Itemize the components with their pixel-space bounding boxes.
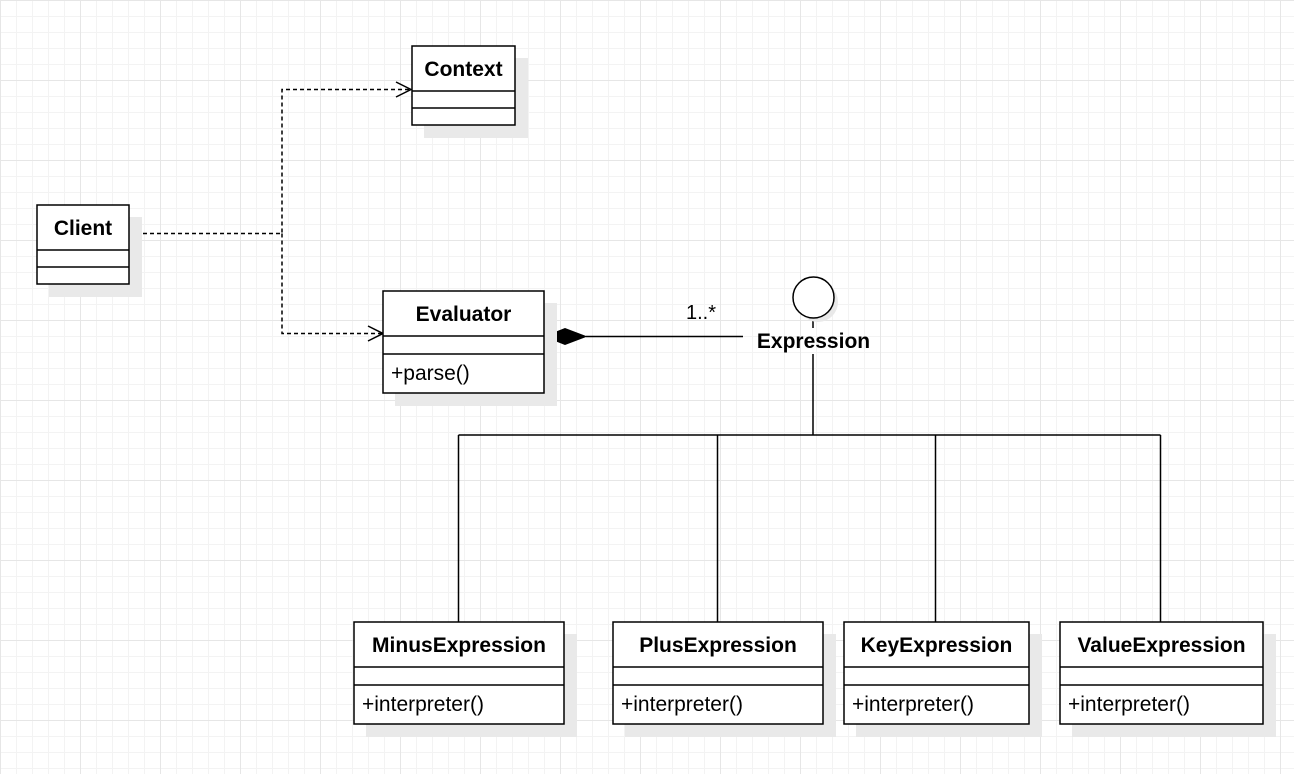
class-box	[843, 621, 1030, 725]
class-box	[1059, 621, 1264, 725]
class-box	[411, 45, 516, 126]
interface-expression[interactable]: Expression	[757, 276, 870, 353]
interface-name: Expression	[757, 330, 870, 353]
class-method: +interpreter()	[852, 693, 974, 716]
multiplicity-label: 1..*	[686, 302, 716, 324]
class-name: ValueExpression	[1077, 634, 1245, 657]
class-method: +interpreter()	[621, 693, 743, 716]
class-method: +interpreter()	[1068, 693, 1190, 716]
class-box	[382, 290, 545, 394]
class-name: Context	[424, 58, 502, 81]
class-name: PlusExpression	[639, 634, 797, 657]
class-key-expression[interactable]: KeyExpression +interpreter()	[843, 621, 1042, 737]
class-evaluator[interactable]: Evaluator +parse()	[382, 290, 557, 406]
class-value-expression[interactable]: ValueExpression +interpreter()	[1059, 621, 1276, 737]
class-name: KeyExpression	[861, 634, 1013, 657]
dependency-client-context	[129, 88, 410, 235]
class-box	[353, 621, 565, 725]
class-box	[36, 204, 130, 285]
class-box	[612, 621, 824, 725]
interface-lollipop-icon	[792, 276, 835, 319]
class-client[interactable]: Client	[36, 204, 142, 297]
class-method: +parse()	[391, 362, 470, 385]
class-context[interactable]: Context	[411, 45, 528, 138]
dependency-client-evaluator	[281, 233, 382, 335]
class-method: +interpreter()	[362, 693, 484, 716]
class-plus-expression[interactable]: PlusExpression +interpreter()	[612, 621, 836, 737]
realization-tree	[457, 318, 1162, 622]
class-name: Client	[54, 217, 112, 240]
class-minus-expression[interactable]: MinusExpression +interpreter()	[353, 621, 577, 737]
dependency-arrowhead-context	[395, 81, 413, 98]
class-name: MinusExpression	[372, 634, 546, 657]
class-name: Evaluator	[416, 303, 512, 326]
